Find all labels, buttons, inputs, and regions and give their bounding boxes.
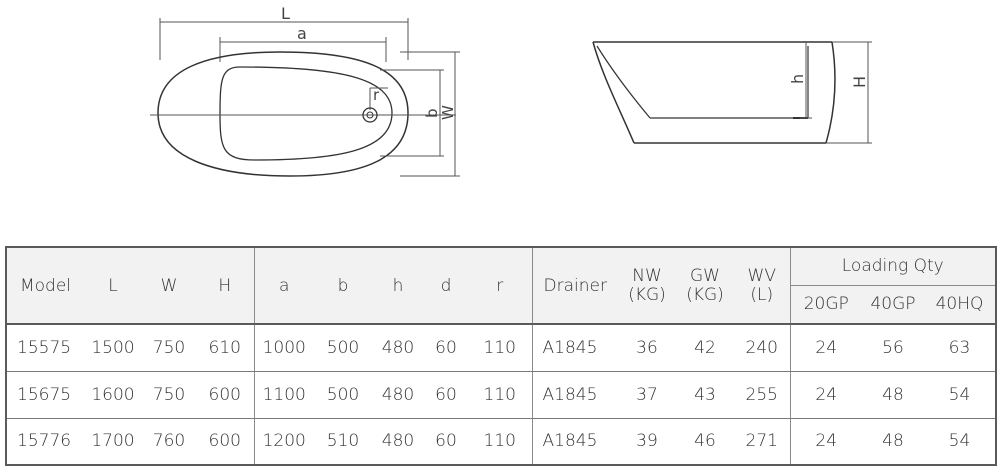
label-L: L (281, 4, 290, 23)
cell-r: 110 (468, 371, 532, 419)
header-nw: NW (KG) (618, 246, 676, 325)
cell-h: 480 (372, 418, 424, 466)
cell-drainer: A1845 (531, 371, 618, 419)
cell-d: 60 (424, 371, 468, 419)
header-nw-line1: NW (632, 265, 662, 286)
cell-a: 1100 (253, 371, 314, 419)
table-header-row: Model L W H a b h d r Drainer NW (KG) GW… (5, 246, 997, 325)
cell-nw: 36 (618, 324, 676, 372)
cell-model: 15575 (5, 324, 84, 372)
cell-W: 750 (142, 324, 196, 372)
header-b: b (314, 246, 372, 325)
side-view-drawing (592, 41, 872, 144)
cell-gw: 43 (676, 371, 734, 419)
cell-40hq: 54 (924, 418, 997, 466)
header-L: L (84, 246, 142, 325)
header-gw: GW (KG) (676, 246, 734, 325)
cell-drainer: A1845 (531, 324, 618, 372)
cell-gw: 46 (676, 418, 734, 466)
header-loading-qty: Loading Qty (789, 246, 997, 286)
cell-r: 110 (468, 418, 532, 466)
header-a: a (253, 246, 314, 325)
cell-H: 600 (196, 371, 254, 419)
cell-d: 60 (424, 418, 468, 466)
cell-drainer: A1845 (531, 418, 618, 466)
header-nw-line2: (KG) (628, 284, 666, 305)
cell-20gp: 24 (789, 418, 862, 466)
cell-h: 480 (372, 324, 424, 372)
header-r: r (468, 246, 532, 325)
cell-H: 600 (196, 418, 254, 466)
cell-40gp: 56 (862, 324, 924, 372)
table-subheader-row: 20GP 40GP 40HQ (6, 285, 997, 325)
cell-model: 15776 (5, 418, 84, 466)
label-a: a (297, 24, 307, 43)
cell-b: 500 (314, 371, 372, 419)
cell-40hq: 54 (924, 371, 997, 419)
header-40gp: 40GP (862, 285, 924, 325)
cell-H: 610 (196, 324, 254, 372)
cell-W: 760 (142, 418, 196, 466)
cell-W: 750 (142, 371, 196, 419)
cell-d: 60 (424, 324, 468, 372)
header-h: h (372, 246, 424, 325)
header-model: Model (5, 246, 84, 325)
header-40hq: 40HQ (924, 285, 997, 325)
cell-a: 1000 (253, 324, 314, 372)
cell-model: 15675 (5, 371, 84, 419)
cell-20gp: 24 (789, 371, 862, 419)
label-H: H (850, 76, 869, 88)
label-h: h (788, 74, 807, 84)
cell-L: 1600 (84, 371, 142, 419)
header-H: H (196, 246, 254, 325)
bathtub-drawings: L a r b W h H (150, 4, 872, 177)
cell-wv: 255 (734, 371, 790, 419)
cell-h: 480 (372, 371, 424, 419)
cell-b: 500 (314, 324, 372, 372)
cell-40gp: 48 (862, 371, 924, 419)
header-W: W (142, 246, 196, 325)
cell-gw: 42 (676, 324, 734, 372)
header-wv-line2: (L) (750, 284, 774, 305)
header-gw-line2: (KG) (686, 284, 724, 305)
label-r: r (373, 86, 380, 104)
header-20gp: 20GP (789, 285, 862, 325)
cell-b: 510 (314, 418, 372, 466)
table-row: 15776 1700 760 600 1200 510 480 60 110 A… (5, 418, 997, 466)
table-row: 15575 1500 750 610 1000 500 480 60 110 A… (5, 324, 997, 372)
cell-wv: 271 (734, 418, 790, 466)
cell-a: 1200 (253, 418, 314, 466)
label-W: W (439, 105, 457, 120)
cell-20gp: 24 (789, 324, 862, 372)
header-drainer: Drainer (531, 246, 618, 325)
top-view-drawing (150, 18, 460, 177)
cell-40gp: 48 (862, 418, 924, 466)
cell-L: 1700 (84, 418, 142, 466)
cell-L: 1500 (84, 324, 142, 372)
header-wv: WV (L) (734, 246, 790, 325)
header-d: d (424, 246, 468, 325)
cell-r: 110 (468, 324, 532, 372)
cell-nw: 37 (618, 371, 676, 419)
cell-nw: 39 (618, 418, 676, 466)
cell-wv: 240 (734, 324, 790, 372)
spec-table: Model L W H a b h d r Drainer NW (KG) GW… (5, 246, 997, 466)
header-wv-line1: WV (747, 265, 776, 286)
label-b: b (423, 108, 441, 118)
header-gw-line1: GW (690, 265, 720, 286)
table-row: 15675 1600 750 600 1100 500 480 60 110 A… (5, 371, 997, 419)
cell-40hq: 63 (924, 324, 997, 372)
